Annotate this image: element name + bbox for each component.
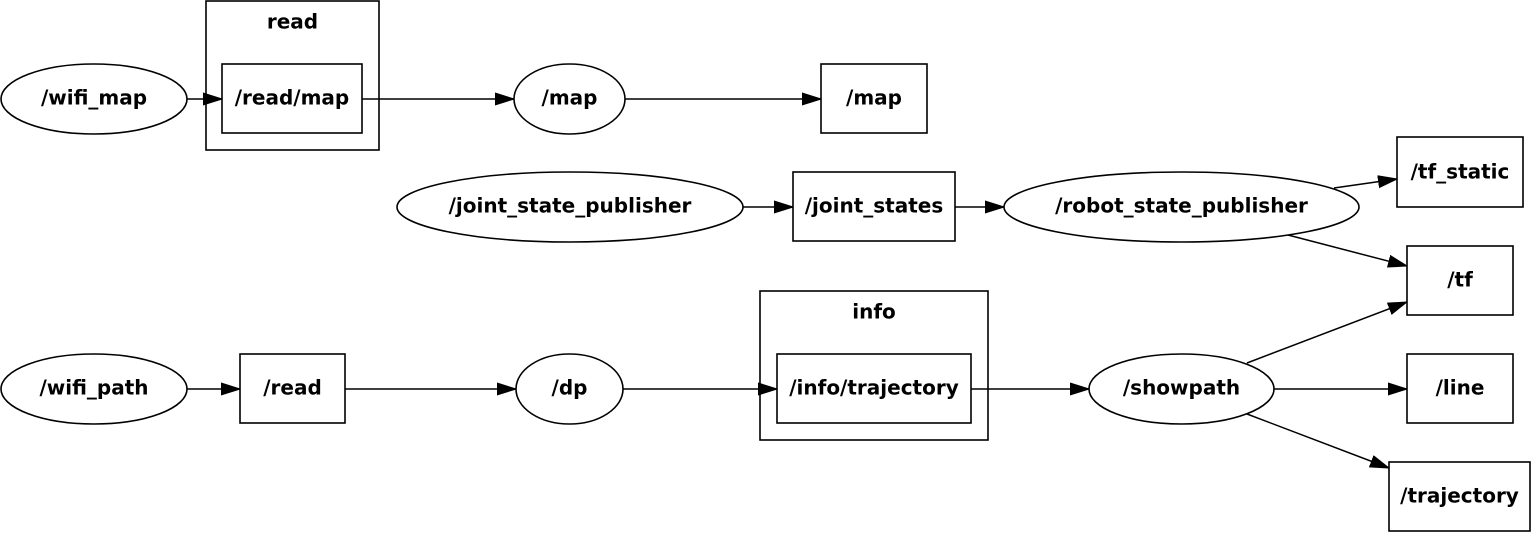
node-label: /dp xyxy=(552,376,588,400)
edge-robot-state-publisher-to-tf-static xyxy=(1333,179,1397,189)
edge-robot-state-publisher-to-tf xyxy=(1287,234,1407,266)
node-label: /trajectory xyxy=(1400,484,1519,508)
node-label: /joint_state_publisher xyxy=(449,194,692,218)
edge-showpath-to-trajectory xyxy=(1246,413,1389,469)
edges xyxy=(187,99,1407,469)
topic-line[interactable]: /line xyxy=(1406,353,1514,424)
topic-trajectory[interactable]: /trajectory xyxy=(1388,461,1531,532)
topic-joint-states[interactable]: /joint_states xyxy=(792,171,956,242)
node-label: /read/map xyxy=(235,86,350,110)
cluster-info: info xyxy=(759,290,989,441)
node-label: /map xyxy=(846,86,902,110)
topic-tf[interactable]: /tf xyxy=(1406,245,1514,316)
cluster-info-label: info xyxy=(852,300,896,324)
node-label: /map xyxy=(542,86,598,110)
node-label: /wifi_path xyxy=(39,376,148,400)
node-map[interactable]: /map xyxy=(513,63,626,135)
topic-map[interactable]: /map xyxy=(820,63,928,134)
edge-showpath-to-tf xyxy=(1246,301,1407,364)
node-label: /robot_state_publisher xyxy=(1055,194,1308,218)
node-wifi-path[interactable]: /wifi_path xyxy=(0,353,188,425)
node-label: /joint_states xyxy=(805,194,944,218)
node-label: /info/trajectory xyxy=(789,376,959,400)
node-dp[interactable]: /dp xyxy=(515,353,624,425)
topic-tf-static[interactable]: /tf_static xyxy=(1396,136,1524,208)
node-read-map[interactable]: /read/map xyxy=(221,63,363,134)
cluster-read: read xyxy=(205,0,380,151)
node-joint-state-publisher[interactable]: /joint_state_publisher xyxy=(396,171,744,243)
node-wifi-map[interactable]: /wifi_map xyxy=(0,63,188,135)
node-label: /wifi_map xyxy=(41,86,147,110)
node-robot-state-publisher[interactable]: /robot_state_publisher xyxy=(1003,171,1360,243)
node-label: /showpath xyxy=(1123,376,1240,400)
topic-read[interactable]: /read xyxy=(239,353,346,424)
node-label: /line xyxy=(1436,376,1485,400)
node-info-trajectory[interactable]: /info/trajectory xyxy=(776,353,972,424)
node-label: /tf xyxy=(1447,268,1473,292)
node-label: /tf_static xyxy=(1411,160,1510,184)
node-showpath[interactable]: /showpath xyxy=(1088,353,1275,425)
node-label: /read xyxy=(263,376,322,400)
cluster-read-label: read xyxy=(267,10,318,34)
